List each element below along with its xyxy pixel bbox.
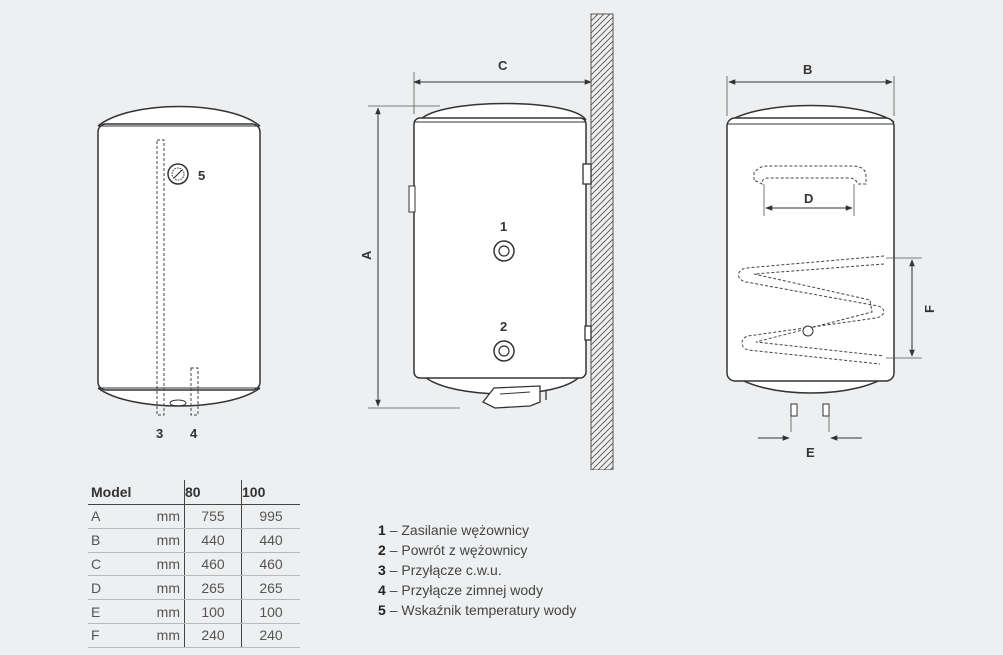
- legend-item: 3 – Przyłącze c.w.u.: [378, 560, 576, 580]
- cell-name: B: [88, 528, 137, 553]
- cell-100: 265: [241, 575, 300, 601]
- heater-element: [481, 385, 541, 409]
- upper-bracket: [582, 163, 592, 185]
- hot-water-pipe: [156, 139, 165, 416]
- cell-name: C: [88, 552, 137, 577]
- wall: [590, 13, 614, 470]
- cell-80: 440: [184, 528, 242, 553]
- legend-number: 4: [378, 582, 386, 598]
- cell-unit: mm: [137, 599, 185, 624]
- cell-80: 240: [184, 623, 242, 648]
- cell-80: 755: [184, 504, 242, 529]
- side-view: 1 2 C A: [359, 13, 614, 470]
- label-4: 4: [190, 426, 198, 441]
- legend-number: 1: [378, 522, 386, 538]
- cell-unit: mm: [137, 575, 185, 601]
- cell-name: F: [88, 623, 137, 648]
- label-2: 2: [500, 319, 507, 334]
- legend-text: – Przyłącze zimnej wody: [389, 582, 543, 598]
- cell-100: 995: [241, 504, 300, 529]
- rear-view: B D F E: [726, 62, 937, 460]
- cell-unit: mm: [137, 504, 185, 529]
- dimensions-table: Model 80 100 A mm 755 995 B mm 440 440 C…: [88, 480, 300, 648]
- temperature-gauge-icon: [167, 163, 189, 185]
- column-header-100: 100: [241, 480, 300, 505]
- column-header-model: Model: [88, 480, 137, 505]
- cell-80: 265: [184, 575, 242, 601]
- cell-name: E: [88, 599, 137, 624]
- cell-100: 240: [241, 623, 300, 648]
- table-header-row: Model 80 100: [88, 480, 300, 505]
- cell-unit: mm: [137, 552, 185, 577]
- cell-100: 440: [241, 528, 300, 553]
- cell-name: A: [88, 504, 137, 529]
- port-1-icon: [493, 240, 515, 262]
- cell-100: 460: [241, 552, 300, 577]
- legend-item: 2 – Powrót z wężownicy: [378, 540, 576, 560]
- lower-bracket: [584, 325, 592, 341]
- legend-number: 2: [378, 542, 386, 558]
- rear-tank-body: [726, 117, 895, 382]
- cold-water-pipe: [190, 367, 199, 416]
- rear-bracket: [753, 165, 867, 185]
- legend-item: 5 – Wskaźnik temperatury wody: [378, 600, 576, 620]
- legend-number: 3: [378, 562, 386, 578]
- table-row: C mm 460 460: [88, 552, 300, 577]
- label-c: C: [498, 58, 508, 73]
- table-row: E mm 100 100: [88, 599, 300, 624]
- table-row: B mm 440 440: [88, 528, 300, 553]
- legend-item: 1 – Zasilanie wężownicy: [378, 520, 576, 540]
- label-d: D: [804, 191, 813, 206]
- label-1: 1: [500, 219, 507, 234]
- cell-100: 100: [241, 599, 300, 624]
- legend-text: – Wskaźnik temperatury wody: [389, 602, 577, 618]
- front-top-cap: [97, 105, 261, 127]
- front-view: 5 3 4: [97, 105, 261, 441]
- legend: 1 – Zasilanie wężownicy 2 – Powrót z węż…: [378, 520, 576, 620]
- label-a: A: [359, 250, 374, 260]
- table-row: F mm 240 240: [88, 623, 300, 648]
- label-3: 3: [156, 426, 163, 441]
- cell-80: 460: [184, 552, 242, 577]
- cell-unit: mm: [137, 528, 185, 553]
- cell-unit: mm: [137, 623, 185, 648]
- column-header-80: 80: [184, 480, 242, 505]
- column-header-unit: [137, 480, 185, 505]
- table-row: D mm 265 265: [88, 575, 300, 601]
- legend-text: – Powrót z wężownicy: [389, 542, 528, 558]
- cell-80: 100: [184, 599, 242, 624]
- legend-number: 5: [378, 602, 386, 618]
- label-f: F: [922, 305, 937, 313]
- label-b: B: [803, 62, 812, 77]
- technical-drawing: 5 3 4 1 2 C A: [97, 13, 937, 470]
- legend-text: – Zasilanie wężownicy: [389, 522, 529, 538]
- front-tank-body: [97, 123, 261, 391]
- legend-text: – Przyłącze c.w.u.: [389, 562, 502, 578]
- label-e: E: [806, 445, 815, 460]
- port-2-icon: [493, 340, 515, 362]
- label-5: 5: [198, 168, 205, 183]
- legend-item: 4 – Przyłącze zimnej wody: [378, 580, 576, 600]
- cell-name: D: [88, 575, 137, 601]
- table-row: A mm 755 995: [88, 504, 300, 529]
